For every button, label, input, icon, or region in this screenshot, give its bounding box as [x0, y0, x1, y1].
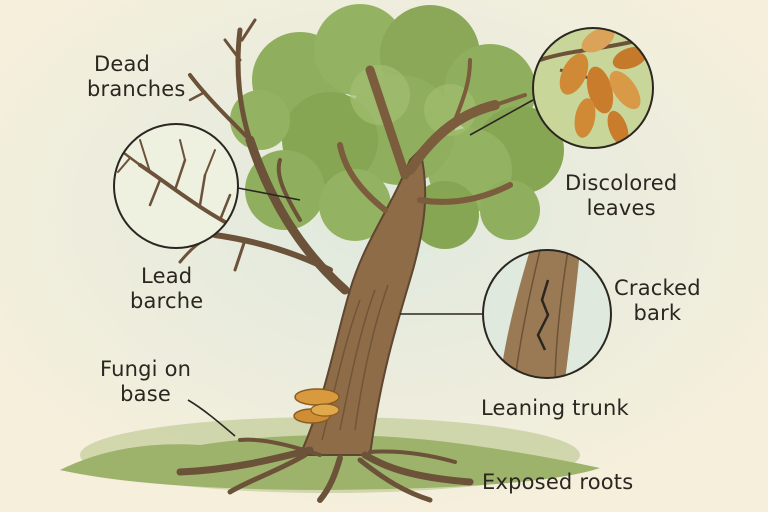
label-lead-barche: Lead barche [130, 264, 204, 313]
grass [60, 435, 600, 490]
label-discolored-leaves: Discolored leaves [565, 171, 678, 220]
label-fungi-on-base: Fungi on base [100, 357, 192, 406]
label-leaning-trunk: Leaning trunk [481, 396, 629, 420]
label-dead-branches: Dead branches [87, 52, 186, 101]
leader-discolored-leaves [469, 99, 534, 136]
callout-dead-branches [113, 123, 239, 249]
main-branches [337, 58, 527, 213]
fungi [293, 388, 340, 424]
callout-discolored-leaves [532, 27, 654, 149]
dead-branches [178, 18, 350, 295]
leader-lines [187, 99, 534, 437]
leader-dead-branches [237, 187, 301, 201]
leader-fungi [187, 399, 236, 437]
callout-cracked-bark [482, 249, 612, 379]
tree-canopy [230, 4, 564, 249]
label-cracked-bark: Cracked bark [614, 276, 701, 325]
bark-texture [321, 284, 389, 441]
label-exposed-roots: Exposed roots [482, 470, 634, 494]
exposed-roots [176, 437, 474, 503]
